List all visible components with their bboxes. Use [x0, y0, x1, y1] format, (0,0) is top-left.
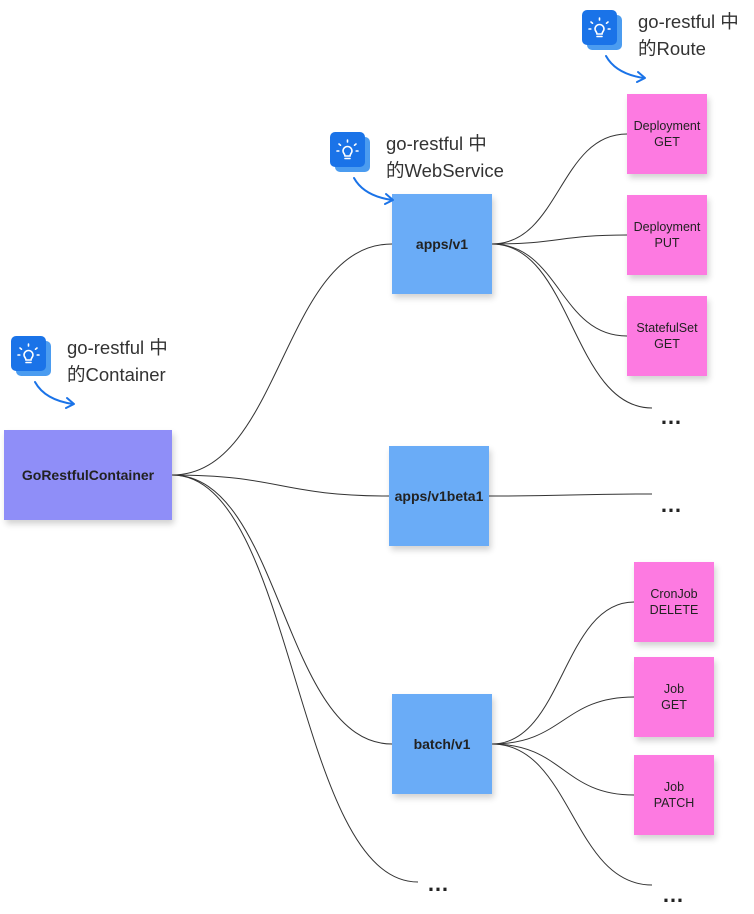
callout-line1: go-restful 中 [638, 11, 739, 32]
callout-label: go-restful 中 的WebService [386, 130, 504, 184]
callout-label: go-restful 中 的Container [67, 334, 168, 388]
edge-apps-v1-statefulset-get [491, 243, 628, 337]
route-node-cronjob-delete[interactable]: CronJob DELETE [634, 562, 714, 642]
route-node-job-get[interactable]: Job GET [634, 657, 714, 737]
ellipsis-apps-v1-more: … [660, 404, 684, 429]
edge-apps-v1-more [491, 243, 653, 409]
lightbulb-icon [582, 10, 622, 50]
webservice-node-label: apps/v1 [415, 236, 469, 252]
callout-line2: 的WebService [386, 160, 504, 181]
route-node-job-patch[interactable]: Job PATCH [634, 755, 714, 835]
callout-line1: go-restful 中 [67, 337, 168, 358]
curved-arrow-icon [34, 381, 75, 409]
webservice-node-apps-v1beta1[interactable]: apps/v1beta1 [389, 446, 489, 546]
route-node-label: Deployment PUT [633, 220, 701, 250]
edge-apps-v1beta1-more [488, 493, 653, 497]
webservice-node-apps-v1[interactable]: apps/v1 [392, 194, 492, 294]
edge-batch-v1-more [491, 743, 653, 886]
webservice-node-label: batch/v1 [413, 736, 471, 752]
ellipsis-batch-v1-more: … [662, 882, 686, 907]
route-node-label: Deployment GET [633, 119, 701, 149]
route-node-label: Job PATCH [653, 780, 695, 810]
curved-arrow-icon [353, 177, 394, 205]
edge-apps-v1-deployment-get [491, 133, 628, 245]
edge-container-batch-v1 [171, 474, 393, 745]
ellipsis-apps-v1beta1-more: … [660, 492, 684, 517]
webservice-node-batch-v1[interactable]: batch/v1 [392, 694, 492, 794]
edge-batch-v1-cronjob-delete [491, 601, 635, 745]
webservice-node-label: apps/v1beta1 [394, 488, 484, 504]
route-node-label: Job GET [661, 682, 687, 712]
edge-batch-v1-job-patch [491, 743, 635, 796]
container-node-label: GoRestfulContainer [21, 467, 155, 483]
edge-container-more [171, 474, 419, 883]
callout-line2: 的Route [638, 38, 706, 59]
container-node[interactable]: GoRestfulContainer [4, 430, 172, 520]
edge-container-apps-v1beta1 [171, 474, 390, 497]
lightbulb-icon [330, 132, 370, 172]
curved-arrow-icon [605, 55, 646, 83]
edge-container-apps-v1 [171, 243, 393, 476]
route-node-deployment-put[interactable]: Deployment PUT [627, 195, 707, 275]
edge-batch-v1-job-get [491, 696, 635, 745]
ellipsis-container-more: … [427, 871, 451, 896]
callout-line1: go-restful 中 [386, 133, 487, 154]
edge-apps-v1-deployment-put [491, 234, 628, 245]
lightbulb-icon [11, 336, 51, 376]
route-node-label: StatefulSet GET [636, 321, 698, 351]
route-node-label: CronJob DELETE [649, 587, 699, 617]
callout-line2: 的Container [67, 364, 166, 385]
callout-label: go-restful 中 的Route [638, 8, 739, 62]
route-node-deployment-get[interactable]: Deployment GET [627, 94, 707, 174]
route-node-statefulset-get[interactable]: StatefulSet GET [627, 296, 707, 376]
